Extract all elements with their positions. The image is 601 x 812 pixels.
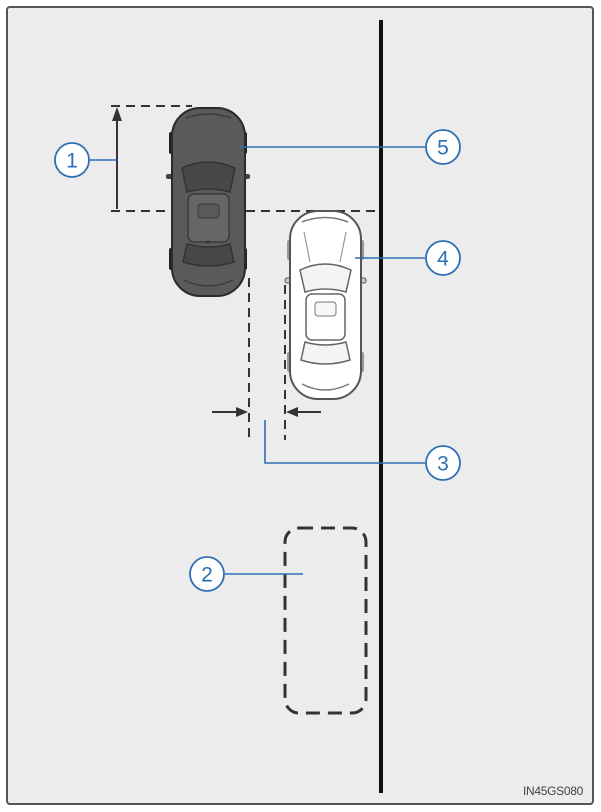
callout-3-label: 3	[437, 453, 449, 476]
leader-lines	[90, 146, 425, 575]
callout-1-label: 1	[66, 150, 78, 173]
callout-1: 1	[54, 142, 90, 178]
target-parking-space	[283, 526, 368, 715]
own-vehicle	[166, 107, 250, 297]
dimension-3-lines	[248, 278, 286, 440]
callout-5-label: 5	[437, 137, 449, 160]
callout-4-label: 4	[437, 248, 449, 271]
image-code: IN45GS080	[523, 784, 584, 798]
callout-4: 4	[425, 240, 461, 276]
dimension-1-arrow	[112, 107, 122, 209]
leader-line-3	[264, 420, 425, 464]
callout-3: 3	[425, 445, 461, 481]
callout-5: 5	[425, 129, 461, 165]
callout-2: 2	[189, 556, 225, 592]
dimension-3-arrows	[212, 407, 321, 417]
parked-vehicle	[284, 210, 367, 400]
diagram-frame	[6, 6, 594, 805]
callout-2-label: 2	[201, 564, 213, 587]
dimension-1-lines	[111, 105, 376, 212]
